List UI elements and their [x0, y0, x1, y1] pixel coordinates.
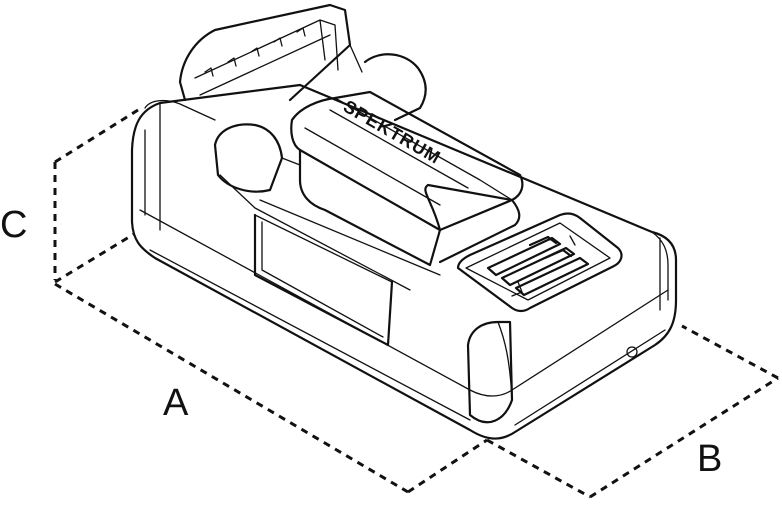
bay-back-wall: [178, 3, 352, 102]
dimension-line-a: [54, 282, 409, 494]
bay-slots: [204, 27, 306, 77]
battery-top-face: [290, 90, 524, 232]
left-end-block: [144, 99, 216, 231]
battery-pack: SPEKTRUM: [290, 90, 524, 267]
battery-side-face: [298, 148, 442, 267]
right-end-edge: [651, 231, 669, 311]
base-shell-outline: [130, 83, 678, 440]
tray-front-panel: [253, 213, 394, 347]
dimension-label-a: A: [163, 382, 189, 424]
front-corner-block: [466, 320, 514, 424]
base-lip: [139, 209, 669, 397]
front-cradle-lobe: [213, 123, 284, 193]
dimension-label-c: C: [0, 204, 28, 246]
base-bottom-edge: [149, 249, 666, 426]
battery-edge-detail: [304, 97, 513, 206]
connector-port: [456, 212, 623, 313]
connector-housing: [456, 212, 623, 313]
connector-inner: [465, 222, 611, 301]
bay-back-wall-inner: [194, 19, 363, 96]
dimension-line-c: [53, 108, 139, 284]
dimension-line-b: [407, 324, 779, 499]
connector-latch: [511, 235, 576, 297]
front-corner-edge: [467, 321, 513, 413]
tray-front-panel-inner: [254, 214, 393, 338]
side-port: [626, 346, 638, 358]
battery-end-face: [424, 183, 521, 264]
tray-floor: [219, 157, 441, 291]
dimension-label-b: B: [697, 438, 723, 480]
rear-cradle-lobe: [363, 53, 427, 122]
dimension-lines: [53, 108, 779, 499]
connector-pins: [486, 235, 590, 297]
charger-body: [130, 83, 678, 440]
battery-bay: [178, 3, 441, 347]
